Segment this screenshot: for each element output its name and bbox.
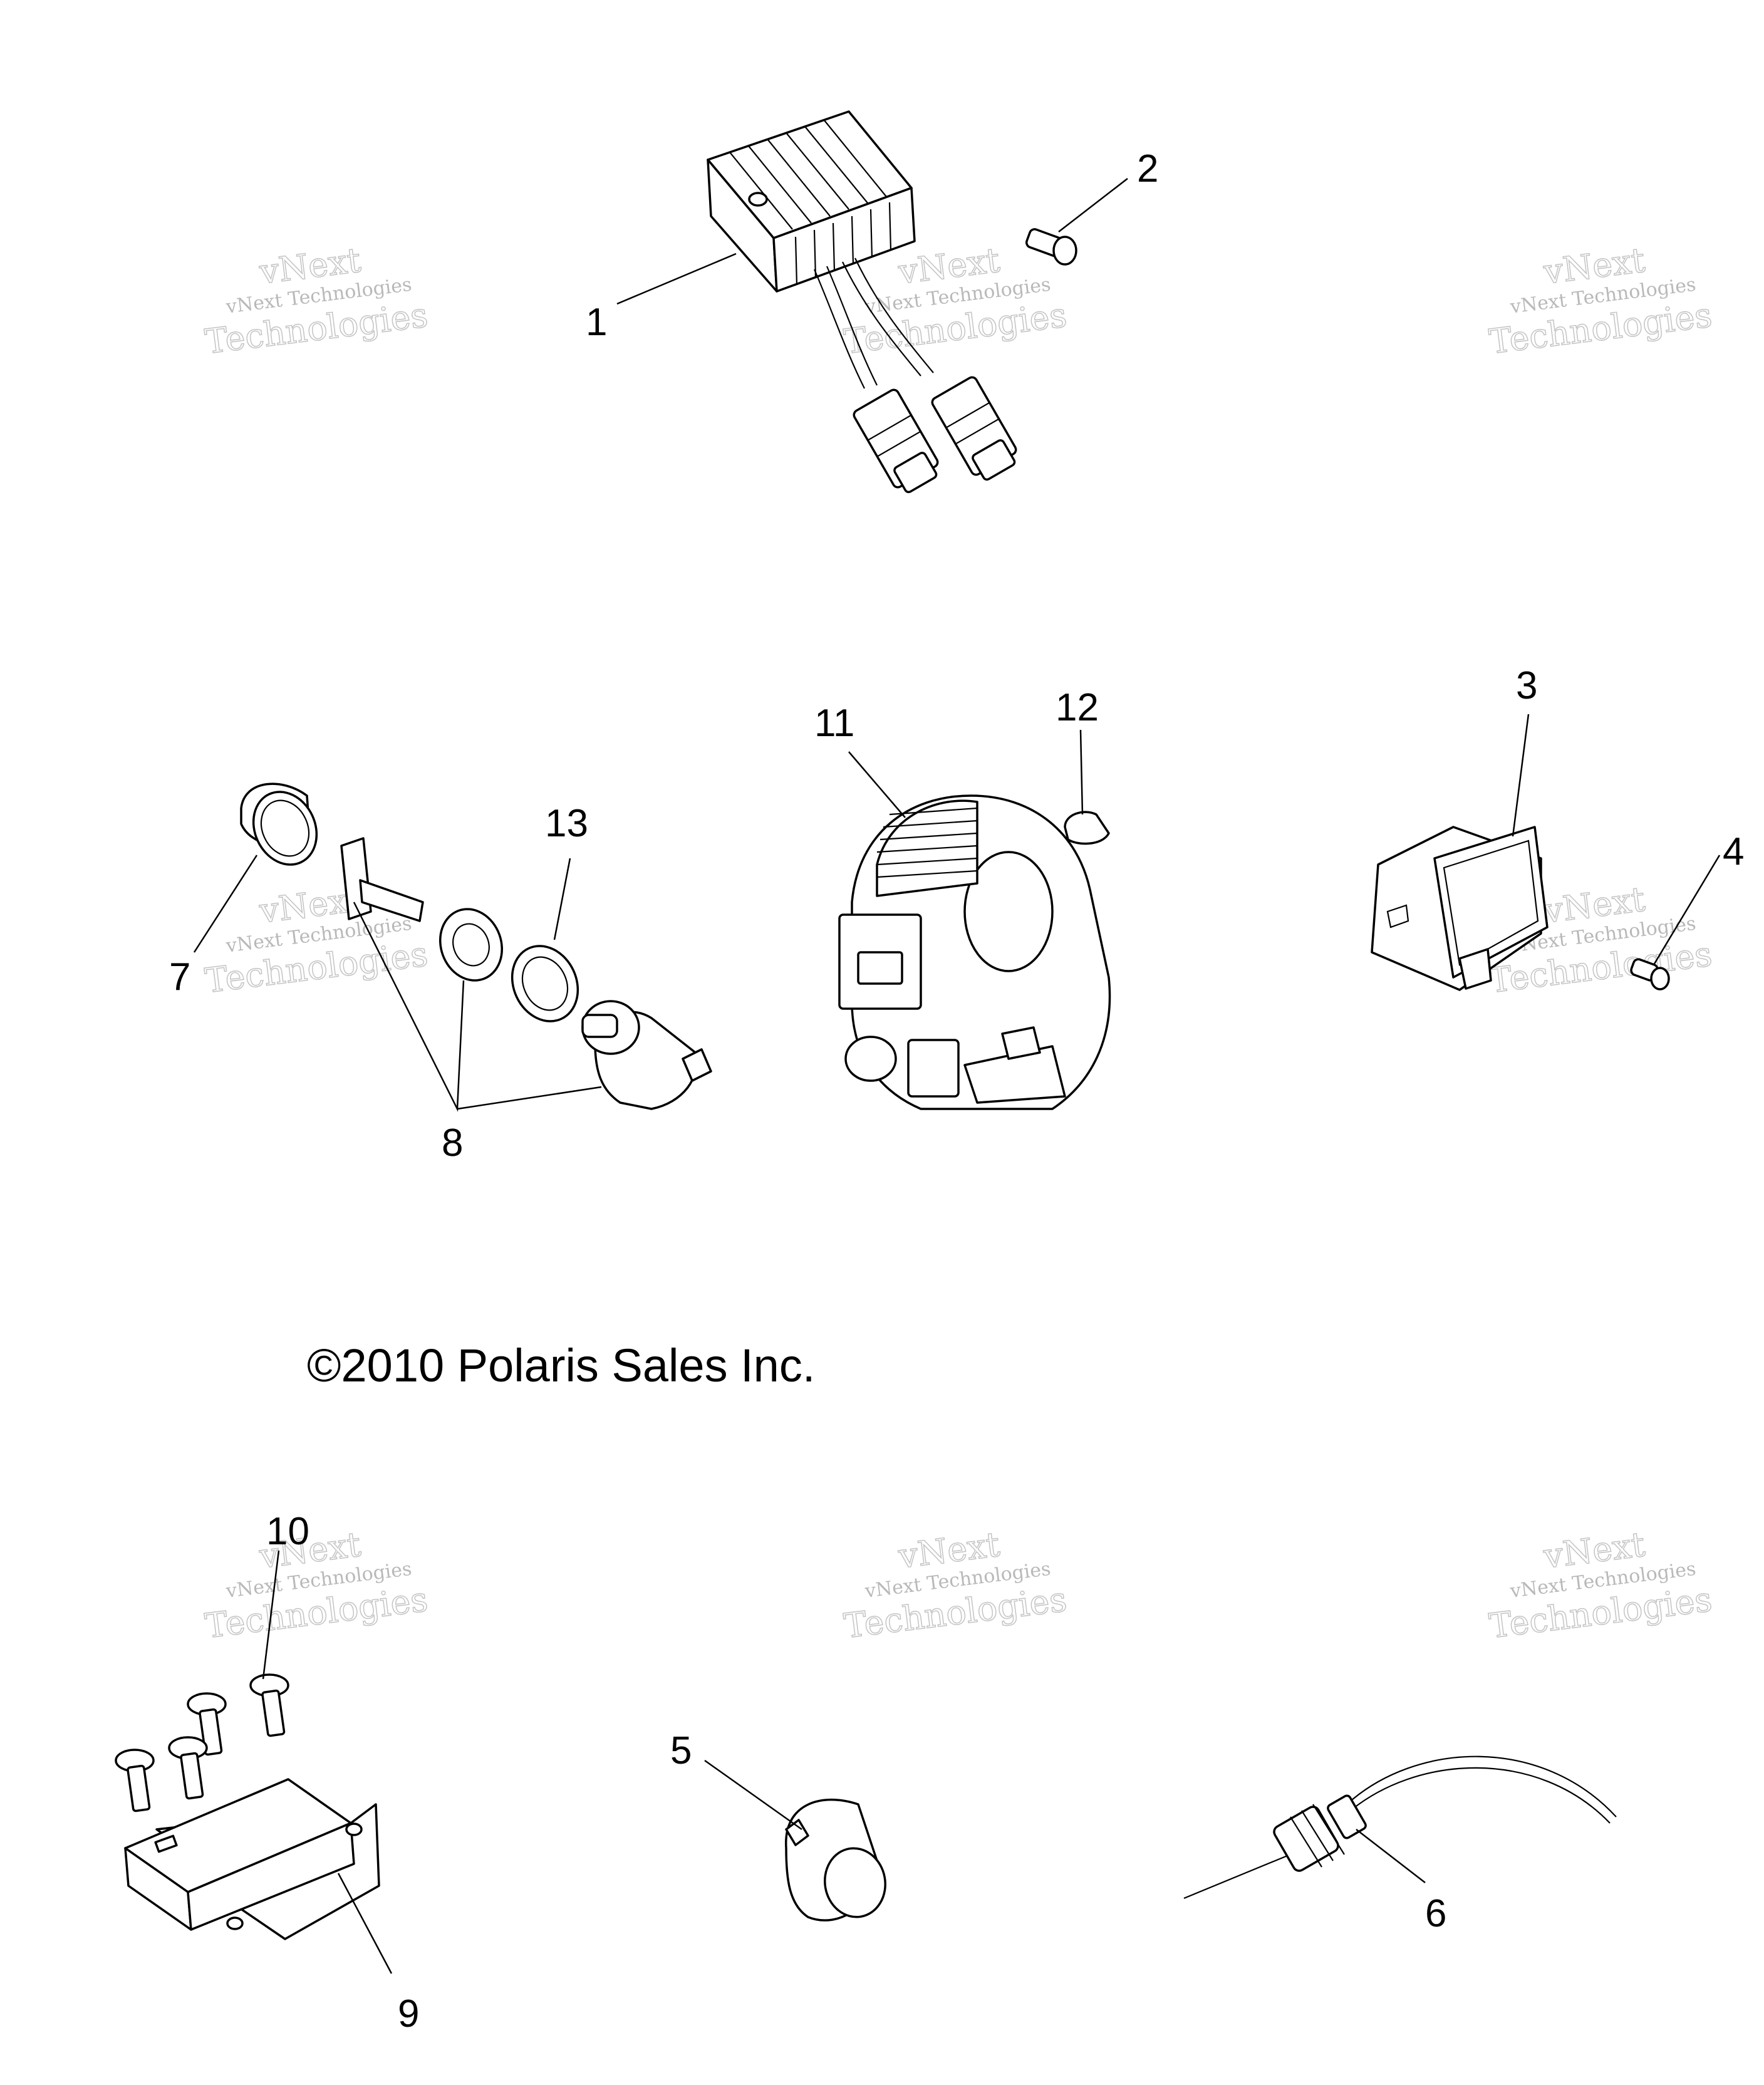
copyright-text: ©2010 Polaris Sales Inc. (307, 1339, 815, 1391)
watermark-bottom-left: vNext vNext Technologies Technologies (202, 1524, 430, 1646)
leader-9 (337, 1873, 393, 1974)
leader-3 (1512, 714, 1530, 837)
leader-lines (193, 178, 1721, 1974)
part-2-screw (1025, 228, 1077, 266)
part-3-module (1371, 826, 1549, 991)
watermark-top-center: vNext vNext Technologies Technologies (841, 240, 1069, 362)
callout-12: 12 (1056, 686, 1099, 729)
watermark-bottom-center: vNext vNext Technologies Technologies (841, 1524, 1069, 1646)
callout-1: 1 (586, 301, 607, 344)
leader-2 (1058, 178, 1128, 232)
callout-9: 9 (398, 1992, 419, 2036)
leader-12 (1079, 729, 1084, 815)
callout-4: 4 (1723, 830, 1744, 873)
part-6-sensor (1183, 1755, 1617, 1900)
part-11-switch-housing (838, 794, 1111, 1110)
leader-5 (704, 1759, 802, 1831)
part-13-washer (511, 945, 579, 1022)
watermark-top-right: vNext vNext Technologies Technologies (1486, 240, 1715, 362)
leader-10 (262, 1550, 280, 1680)
callout-10: 10 (266, 1510, 309, 1553)
watermark-bottom-right: vNext vNext Technologies Technologies (1486, 1524, 1715, 1646)
leader-8b (457, 1086, 602, 1110)
part-9-box-bracket (124, 1778, 380, 1940)
part-12-clip (1064, 811, 1110, 845)
watermark-top-left: vNext vNext Technologies Technologies (202, 240, 430, 362)
callout-13: 13 (545, 802, 588, 845)
part-8-switch-assembly (340, 837, 712, 1110)
callout-5: 5 (670, 1729, 692, 1772)
leader-1 (616, 252, 737, 305)
part-10-bolts (115, 1673, 289, 1812)
leader-11 (848, 751, 906, 818)
callout-6: 6 (1425, 1892, 1446, 1935)
callout-2: 2 (1137, 147, 1158, 190)
leader-6 (1356, 1829, 1426, 1883)
part-5-button-switch (785, 1798, 886, 1921)
leader-13 (553, 858, 571, 940)
callout-7: 7 (169, 955, 190, 999)
leader-4 (1652, 855, 1721, 965)
callout-8: 8 (442, 1121, 463, 1165)
part-7-cap (240, 783, 318, 866)
leader-7 (193, 855, 258, 953)
callout-11: 11 (814, 702, 854, 745)
callout-3: 3 (1516, 664, 1537, 707)
part-1-regulator (707, 110, 1017, 494)
part-4-screw (1630, 958, 1670, 991)
